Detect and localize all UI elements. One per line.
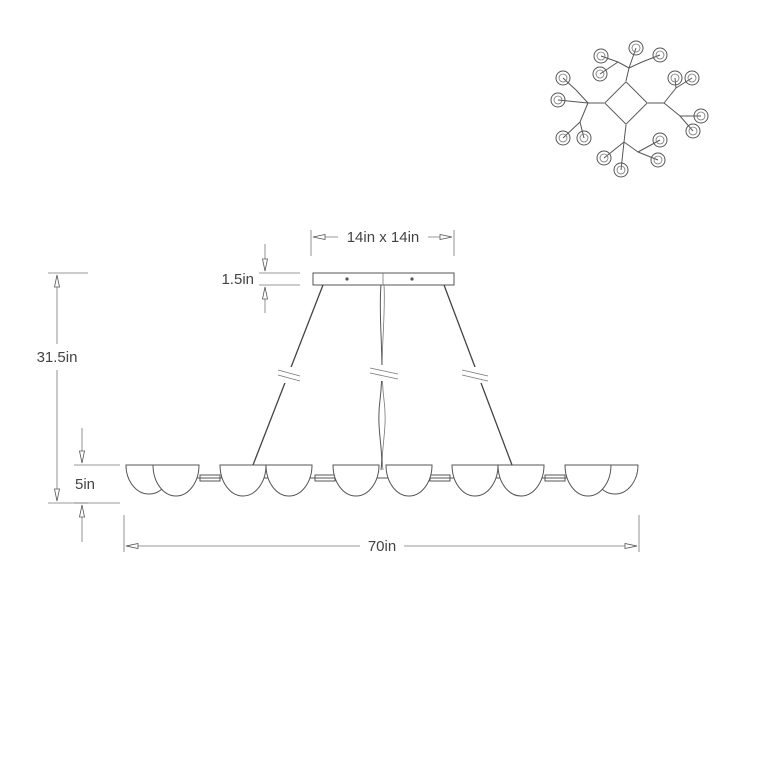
canopy-screw-left [345,277,349,281]
side-view-globes [125,464,639,497]
top-globe-14 [596,150,612,166]
label-overall-length: 70in [368,538,396,555]
top-view-canopy [604,81,648,125]
label-overall-drop: 31.5in [37,349,78,366]
top-globe-1 [628,40,644,56]
side-view-diagram: 14in x 14in 1.5in 31.5in [37,229,640,555]
top-globe-4 [652,47,668,63]
top-view-globes [550,40,709,178]
top-globe-11 [693,108,709,124]
top-globe-13 [613,162,629,178]
power-cord [378,284,383,471]
top-globe-10 [684,70,700,86]
top-globe-15 [652,132,668,148]
globe-2 [152,464,200,497]
top-globe-16 [650,152,666,168]
top-globe-7 [555,130,571,146]
top-globe-5 [555,70,571,86]
globe-8 [497,464,545,497]
top-globe-3 [592,66,608,82]
cable-break-marks [276,365,490,383]
dim-overall-length [123,515,640,552]
label-globe-height: 5in [75,476,95,493]
canopy-screw-right [410,277,414,281]
globe-6 [385,464,433,497]
globe-5 [332,464,380,497]
canopy [312,272,455,286]
top-view-diagram [550,40,709,178]
label-canopy-height: 1.5in [221,271,254,288]
dim-overall-drop [48,272,88,504]
top-globe-8 [576,130,592,146]
globe-7 [451,464,499,497]
dim-globe-height [74,428,120,542]
globe-4 [265,464,313,497]
dim-canopy-height [259,244,300,313]
globe-3 [219,464,267,497]
dim-canopy-width [310,230,455,256]
top-globe-9 [667,70,683,86]
top-globe-12 [685,123,701,139]
label-canopy-size: 14in x 14in [347,229,420,246]
top-globe-6 [550,92,566,108]
globe-9 [564,464,612,497]
power-cord-2 [381,284,386,471]
top-globe-2 [593,48,609,64]
top-view-branches [557,47,701,171]
